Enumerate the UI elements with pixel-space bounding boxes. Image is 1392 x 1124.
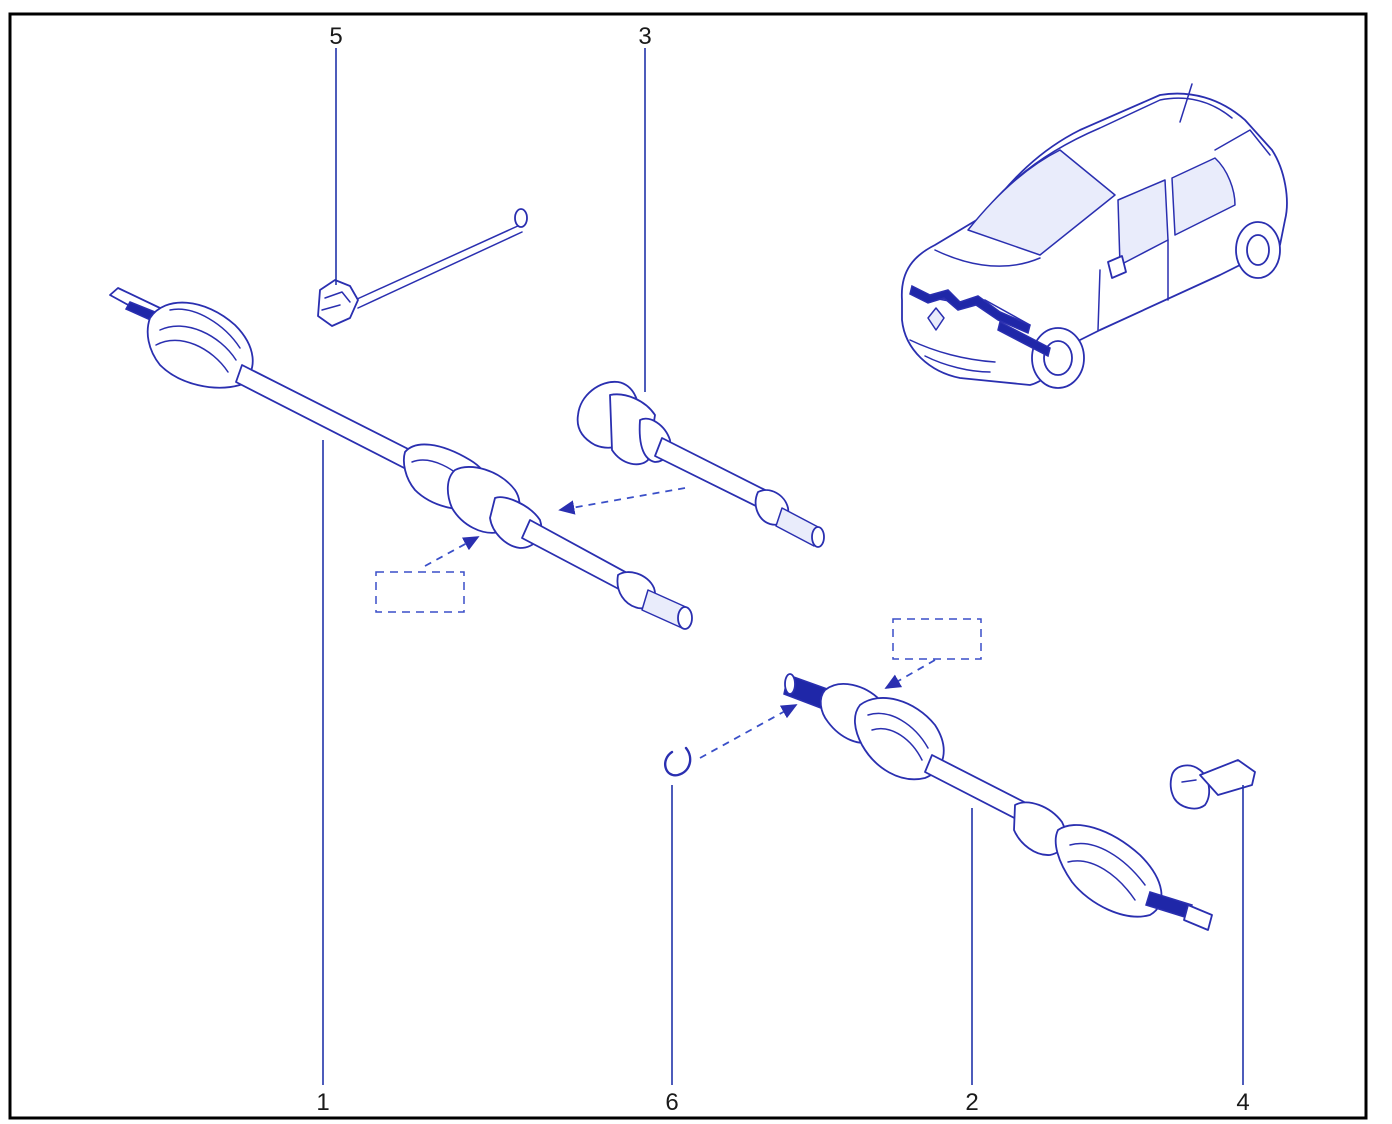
part-6	[664, 746, 692, 777]
callout-5: 5	[329, 23, 342, 50]
part-2	[783, 673, 1213, 931]
callout-labels: 5 3 1 6 2 4	[316, 23, 1249, 1116]
vehicle-locator-illustration	[901, 83, 1288, 389]
leader-lines	[322, 48, 1244, 1085]
detail-box-right	[892, 618, 982, 660]
callout-3: 3	[638, 23, 651, 50]
callout-6: 6	[665, 1089, 678, 1116]
part-1	[109, 287, 693, 630]
part-3	[576, 381, 825, 548]
part-5	[317, 208, 528, 327]
part-4	[1169, 759, 1256, 810]
detail-box-left	[375, 571, 465, 613]
assembly-guides	[375, 487, 982, 759]
callout-4: 4	[1236, 1089, 1249, 1116]
callout-1: 1	[316, 1089, 329, 1116]
callout-2: 2	[965, 1089, 978, 1116]
